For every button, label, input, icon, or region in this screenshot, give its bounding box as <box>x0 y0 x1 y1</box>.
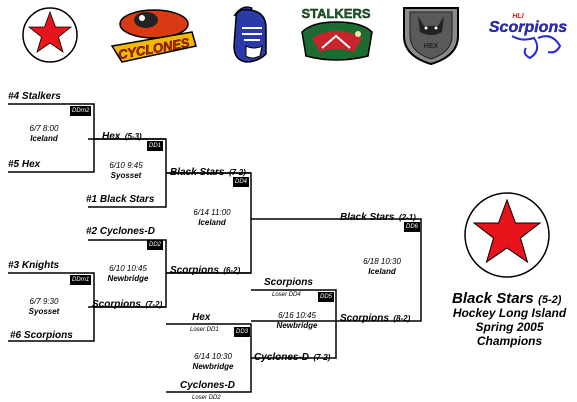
game-location: Newbridge <box>192 362 234 371</box>
scorpions-logo-sublabel: HLI <box>512 13 524 20</box>
game-info-r2m2: 6/10 10:45 Newbridge <box>96 264 160 284</box>
team-black-stars-seed: #1 Black Stars <box>86 194 155 205</box>
hex-logo-label: HEX <box>424 43 439 50</box>
game-location: Newbridge <box>107 274 149 283</box>
game-code-dd2: DD2 <box>147 240 164 250</box>
hex-logo: HEX <box>396 2 466 66</box>
champion-title: Black Stars (5-2) <box>452 290 562 307</box>
scorpions-logo-label: Scorpions <box>489 19 567 36</box>
team-hex-loser: Hex <box>192 312 211 323</box>
game-code-dd1: DD1 <box>147 141 164 151</box>
stalkers-logo-label: STALKERS <box>301 6 370 21</box>
game-location: Iceland <box>30 134 58 143</box>
team-hex-r2: Hex (5-3) <box>102 131 142 142</box>
team-scorpions-r2: Scorpions (7-2) <box>92 299 163 310</box>
team-scorpions-r3: Scorpions (6-2) <box>170 265 241 276</box>
game-code-ddrn1: DDrn1 <box>70 275 92 285</box>
team-cyclones-seed: #2 Cyclones-D <box>86 226 155 237</box>
game-date: 6/14 10:30 <box>194 352 232 361</box>
game-info-r1m2: 6/7 9:30 Syosset <box>14 297 74 317</box>
game-code-dd5: DD5 <box>318 292 335 302</box>
game-date: 6/7 8:00 <box>29 124 59 133</box>
game-info-loser2: 6/16 10:45 Newbridge <box>264 311 330 331</box>
game-date: 6/10 10:45 <box>109 264 147 273</box>
team-scorpions-seed: #6 Scorpions <box>10 330 73 341</box>
loser-note-dd4: Loser DD4 <box>272 292 301 298</box>
team-stalkers: #4 Stalkers <box>8 91 61 102</box>
game-date: 6/7 9:30 <box>29 297 59 306</box>
game-location: Syosset <box>28 307 60 316</box>
team-cyclones-loser: Cyclones-D <box>180 380 236 391</box>
red-star-logo <box>20 2 80 66</box>
game-location: Iceland <box>198 218 226 227</box>
champion-star-logo <box>462 190 552 285</box>
loser-note-dd2: Loser DD2 <box>192 395 221 401</box>
loser-note-dd1: Loser DD1 <box>190 327 219 333</box>
team-hex: #5 Hex <box>8 159 41 170</box>
game-info-loser1: 6/14 10:30 Newbridge <box>180 352 246 372</box>
game-location: Iceland <box>368 267 396 276</box>
game-date: 6/16 10:45 <box>278 311 316 320</box>
game-code-ddrn2: DDrn2 <box>70 106 92 116</box>
champion-caption: Hockey Long Island Spring 2005 Champions <box>452 306 567 348</box>
game-location: Newbridge <box>276 321 318 330</box>
game-code-dd4: DD4 <box>233 177 250 187</box>
knights-logo <box>222 2 278 66</box>
team-knights: #3 Knights <box>8 260 60 271</box>
cyclones-logo: CYCLONES <box>104 2 200 66</box>
game-date: 6/10 9:45 <box>109 161 143 170</box>
game-location: Syosset <box>110 171 142 180</box>
game-code-dd3: DD3 <box>234 327 251 337</box>
stalkers-logo: STALKERS <box>292 2 382 66</box>
game-info-final: 6/18 10:30 Iceland <box>350 257 414 277</box>
game-date: 6/18 10:30 <box>363 257 401 266</box>
game-code-dd6: DD6 <box>404 222 421 232</box>
team-cyclones-loser2: Cyclones-D (7-2) <box>254 352 331 363</box>
team-scorpions-loser: Scorpions <box>264 277 313 288</box>
game-date: 6/14 11:00 <box>193 208 231 217</box>
game-info-r2m1: 6/10 9:45 Syosset <box>96 161 156 181</box>
team-black-stars-final: Black Stars (2-1) <box>340 212 416 223</box>
team-black-stars-r3: Black Stars (7-2) <box>170 167 246 178</box>
game-info-r3: 6/14 11:00 Iceland <box>180 208 244 228</box>
scorpions-logo: HLI Scorpions <box>482 2 576 66</box>
game-info-r1m1: 6/7 8:00 Iceland <box>14 124 74 144</box>
team-scorpions-final: Scorpions (8-2) <box>340 313 411 324</box>
